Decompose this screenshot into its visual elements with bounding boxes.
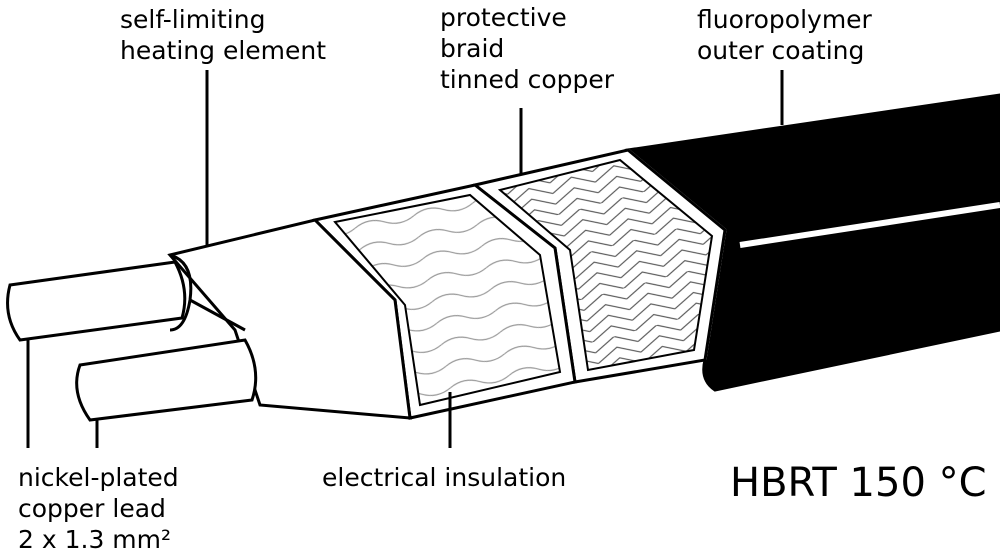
- label-outer-coating: fluoropolymer outer coating: [697, 5, 872, 65]
- heating-element: [167, 218, 412, 420]
- label-electrical-insulation: electrical insulation: [322, 463, 567, 492]
- electrical-insulation: [311, 183, 577, 420]
- copper-lead-upper: [6, 260, 187, 342]
- protective-braid: [471, 148, 727, 384]
- label-heating-element: self-limiting heating element: [120, 5, 327, 65]
- label-copper-lead: nickel-plated copper lead 2 x 1.3 mm²: [18, 463, 179, 554]
- copper-lead-lower: [75, 338, 258, 422]
- leader-lines: [26, 70, 784, 448]
- product-title: HBRT 150 °C: [730, 460, 987, 506]
- label-protective-braid: protective braid tinned copper: [440, 3, 615, 94]
